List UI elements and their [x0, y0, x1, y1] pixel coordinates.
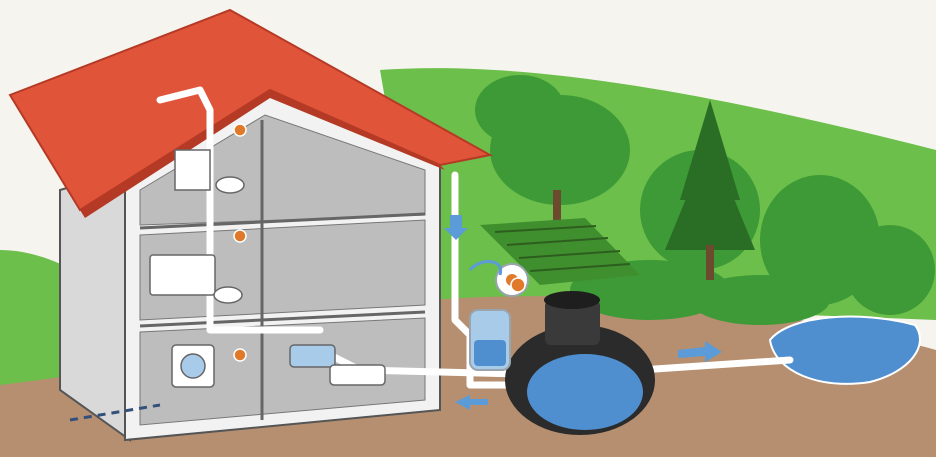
- valve-markers: [233, 123, 526, 362]
- sewer-drain-line: [69, 403, 161, 422]
- trees-group: [475, 75, 935, 325]
- flow-arrows: [444, 215, 722, 410]
- tank-neck: [545, 300, 600, 345]
- house-pump: [329, 364, 386, 386]
- valve-marker: [233, 229, 247, 243]
- floor-dividers: [139, 120, 426, 420]
- bush: [690, 275, 830, 325]
- tree-trunk: [706, 245, 714, 280]
- underground-tank: [505, 291, 655, 435]
- filter-water: [474, 340, 506, 366]
- overflow-arrow: [678, 341, 722, 362]
- vegetable-garden: [480, 218, 640, 285]
- household-appliances: [149, 149, 386, 388]
- tank-lid: [544, 291, 600, 309]
- tree-canopy: [475, 75, 565, 145]
- pump: [289, 344, 336, 368]
- bathtub: [149, 254, 216, 296]
- valve-marker: [233, 348, 247, 362]
- toilet-upper: [215, 176, 245, 194]
- valve-marker: [510, 277, 526, 293]
- overflow-pond: [768, 315, 921, 385]
- rain-flow-arrow: [444, 215, 468, 240]
- tree-canopy: [845, 225, 935, 315]
- conifer-tree: [665, 140, 755, 250]
- supply-pipe: [156, 86, 324, 334]
- tank-to-pond-pipe: [636, 356, 794, 374]
- garden-rows: [494, 225, 631, 272]
- toilet-middle: [213, 286, 243, 304]
- water-filter: [469, 309, 511, 371]
- tank-water: [527, 354, 643, 430]
- valve-marker: [233, 123, 247, 137]
- washing-machine-door: [180, 353, 206, 379]
- shower-cabin: [174, 149, 211, 191]
- tree-trunk: [553, 190, 561, 230]
- garden-hose: [468, 260, 503, 276]
- return-arrow: [455, 395, 488, 410]
